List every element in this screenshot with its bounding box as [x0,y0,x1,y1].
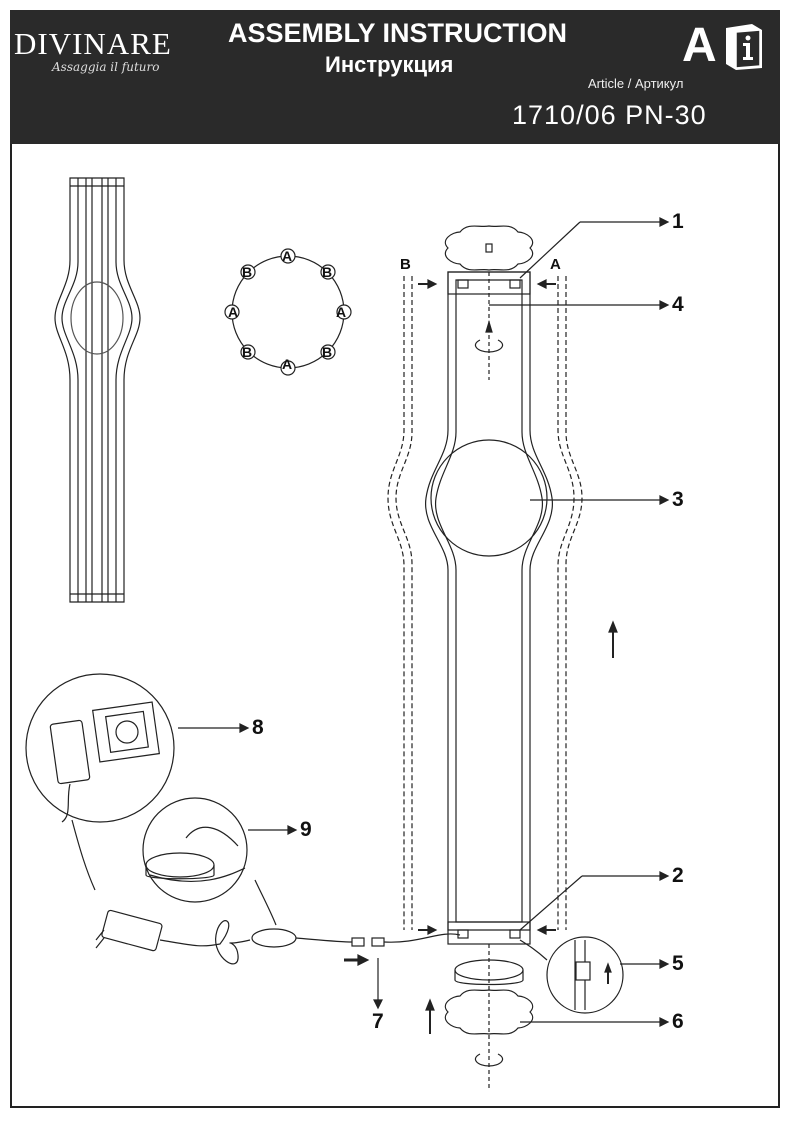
callout-6: 6 [672,1010,684,1033]
connector-zoom [519,936,624,1014]
callout-3: 3 [672,488,684,511]
header-banner [10,10,780,144]
power-cable [95,909,461,965]
ring-label: B [322,344,333,360]
callout-9: 9 [300,818,312,841]
ring-diagram [224,248,352,376]
ring-label: B [322,264,333,280]
bottom-base [444,944,534,1090]
book-info-icon [726,24,762,70]
switch-zoom [142,797,277,926]
side-panel-left [387,276,413,930]
article-label: Article / Артикул [588,76,684,91]
callout-5: 5 [672,952,684,975]
callout-8: 8 [252,716,264,739]
instruction-badge: A [682,19,717,72]
brand-logo: DIVINARE [14,26,172,61]
brand-tagline: Assaggia il futuro [52,60,160,74]
arrow-icon [239,217,670,1034]
ring-label: A [228,304,239,320]
leader-lines [178,221,660,1023]
side-label-right: A [550,256,561,273]
callout-4: 4 [672,293,684,316]
ring-label: A [282,248,293,264]
callout-2: 2 [672,864,684,887]
ring-label: A [282,356,293,372]
article-number: 1710/06 PN-30 [512,100,707,130]
top-cap-plate [444,225,534,380]
callout-1: 1 [672,210,684,233]
title-english: ASSEMBLY INSTRUCTION [228,18,568,48]
ring-label: A [336,304,347,320]
title-russian: Инструкция [325,52,454,77]
ring-label: B [242,344,253,360]
side-panel-right [557,276,583,930]
side-label-left: B [400,256,411,273]
lamp-side-view [54,177,141,603]
adapter-zoom [25,673,175,891]
callout-7: 7 [372,1010,384,1033]
ring-label: B [242,264,253,280]
